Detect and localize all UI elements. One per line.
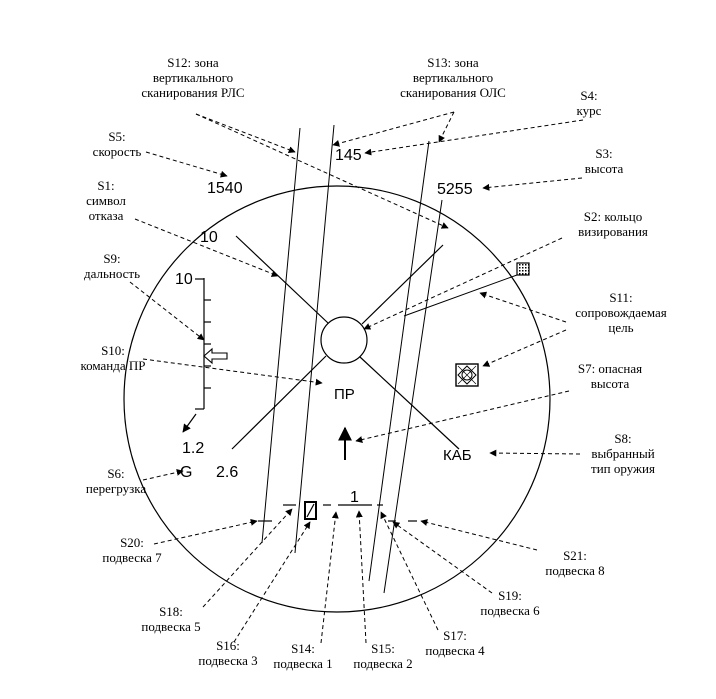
cross-line-upper-left <box>235 235 329 324</box>
range-scale-top: 10 <box>175 271 193 288</box>
label-s19: S19:подвеска 6 <box>480 588 540 618</box>
label-s5: S5:скорость <box>93 129 142 159</box>
cross-line-lower-left <box>231 355 327 450</box>
label-s20: S20:подвеска 7 <box>102 535 162 565</box>
tracked-target-line <box>403 274 518 317</box>
label-s3: S3:высота <box>585 146 624 176</box>
command-readout: ПР <box>334 386 355 403</box>
cross-line-lower-right <box>359 356 460 450</box>
weapon-type-readout: КАБ <box>443 447 472 464</box>
label-s18: S18:подвеска 5 <box>141 604 200 634</box>
failure-symbol: 10 <box>200 229 218 246</box>
optical-scan-zone-left <box>294 124 335 554</box>
tracked-target-symbol-large <box>455 363 479 387</box>
station-number: 1 <box>350 489 359 506</box>
aiming-ring <box>320 316 368 364</box>
label-s9: S9:дальность <box>84 251 140 281</box>
cross-line-upper-right <box>361 244 444 325</box>
optical-scan-zone-right <box>368 140 430 582</box>
altitude-readout: 5255 <box>437 181 473 198</box>
label-s14: S14:подвеска 1 <box>273 641 332 671</box>
label-s21: S21:подвеска 8 <box>545 548 604 578</box>
label-s17: S17:подвеска 4 <box>425 628 485 658</box>
label-s10: S10:команда ПР <box>80 343 145 373</box>
g-letter: G <box>180 464 192 481</box>
range-scale <box>195 278 228 410</box>
closing-speed-arrow <box>182 413 197 433</box>
display-circle <box>123 185 551 613</box>
tracked-target-symbol <box>516 262 530 276</box>
heading-readout: 145 <box>335 147 362 164</box>
weapon-stations <box>258 501 417 522</box>
g-load-readout: 2.6 <box>216 464 238 481</box>
range-marker-arrow <box>203 347 228 365</box>
label-s16: S16:подвеска 3 <box>198 638 257 668</box>
speed-readout: 1540 <box>207 180 243 197</box>
leader-lines <box>129 111 584 644</box>
range-scale-bottom: 1.2 <box>182 440 204 457</box>
radar-scan-zone-left <box>261 127 301 544</box>
label-s15: S15:подвеска 2 <box>353 641 412 671</box>
label-s6: S6:перегрузка <box>86 466 146 496</box>
label-s4: S4:курс <box>577 88 602 118</box>
